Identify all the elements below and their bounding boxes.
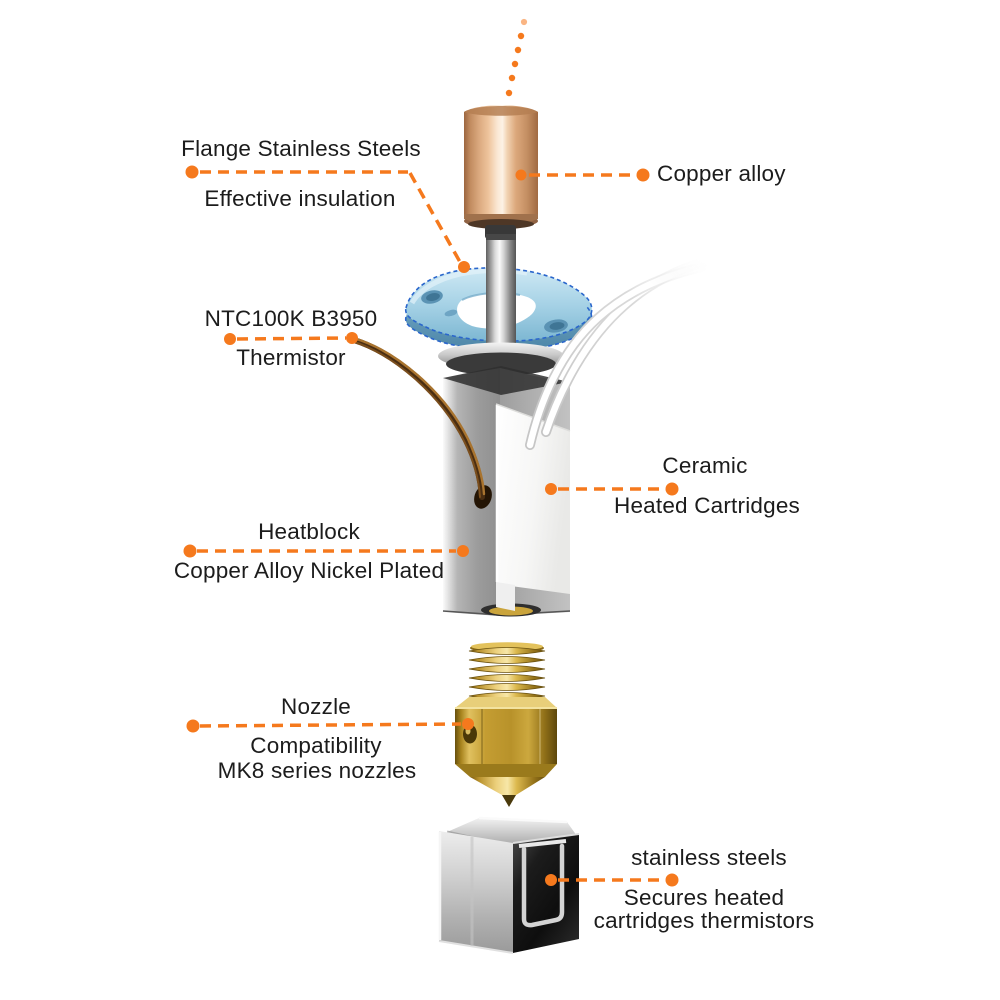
label-copper-alloy: Copper alloy — [657, 160, 786, 186]
label-nozzle-title: Nozzle — [281, 693, 351, 719]
label-sock-title: stainless steels — [631, 844, 787, 870]
leader-thermistor — [236, 336, 347, 341]
flange-bolt-holes — [421, 290, 568, 333]
label-flange-title: Flange Stainless Steels — [181, 135, 421, 161]
label-ceramic-subtitle: Heated Cartridges — [614, 492, 800, 518]
label-thermistor-title: NTC100K B3950 — [204, 305, 378, 331]
thermistor-wire — [351, 337, 486, 500]
steel-throat-shaft-part — [486, 234, 516, 353]
leader-nozzle — [199, 722, 462, 728]
label-sock-subtitle: Secures heated — [623, 884, 785, 910]
heatblock-collar-part — [438, 342, 564, 376]
label-nozzle-subtitle: Compatibility — [250, 732, 382, 758]
leader-flange-diag — [408, 172, 462, 263]
filament-dotted-trail — [505, 18, 528, 97]
brass-nozzle-part — [455, 642, 557, 807]
leader-dots — [183, 165, 679, 887]
label-heatblock-title: Heatblock — [258, 518, 360, 544]
leader-lines — [197, 170, 665, 882]
ceramic-heater-cartridge-part — [495, 403, 571, 611]
label-heatblock-subtitle: Copper Alloy Nickel Plated — [173, 557, 445, 583]
label-sock-note: cartridges thermistors — [593, 907, 815, 933]
copper-heatsink-part — [464, 105, 538, 239]
stainless-fixing-sock-part — [438, 816, 580, 954]
label-thermistor-subtitle: Thermistor — [236, 344, 346, 370]
label-nozzle-note: MK8 series nozzles — [217, 757, 417, 783]
label-flange-subtitle: Effective insulation — [204, 185, 396, 211]
heater-cartridge-wires — [525, 256, 713, 450]
label-ceramic-title: Ceramic — [662, 452, 748, 478]
sock-spring-clip — [518, 839, 567, 928]
